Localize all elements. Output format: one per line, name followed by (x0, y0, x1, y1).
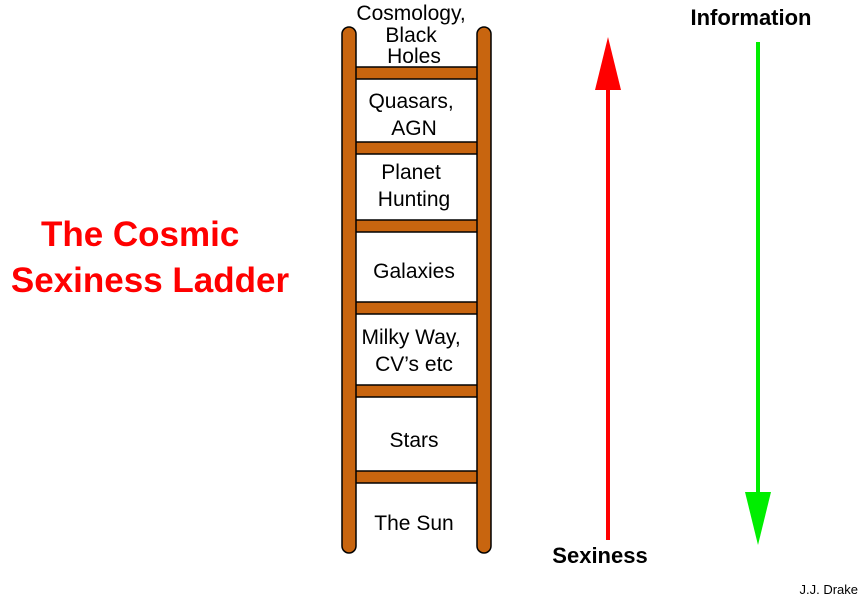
level-label-cosmology: Cosmology, Black Holes (356, 2, 471, 68)
title-line-2: Sexiness Ladder (11, 261, 290, 300)
level-label-stars: Stars (389, 429, 438, 452)
ladder-rail-right (476, 26, 492, 554)
ladder-rung (351, 141, 479, 155)
sexiness-arrow (595, 37, 621, 540)
author-credit: J.J. Drake (799, 582, 858, 597)
level-label-the-sun: The Sun (374, 512, 453, 535)
sexiness-arrow-head (595, 37, 621, 90)
information-arrow-head (745, 492, 771, 545)
title-line-1: The Cosmic (41, 215, 239, 254)
information-label: Information (691, 5, 812, 30)
ladder-rung (351, 470, 479, 484)
information-arrow (745, 42, 771, 545)
ladder-rail-left (341, 26, 357, 554)
ladder-rung (351, 384, 479, 398)
level-label-milky-way: Milky Way, CV’s etc (362, 326, 467, 376)
level-label-galaxies: Galaxies (373, 260, 455, 283)
ladder-labels: Cosmology, Black Holes Quasars, AGN Plan… (356, 2, 471, 535)
sexiness-label: Sexiness (552, 543, 647, 568)
ladder-rung (351, 219, 479, 233)
ladder-rung (351, 301, 479, 315)
ladder-rails (341, 26, 492, 554)
ladder-rung (351, 66, 479, 80)
diagram-title: The Cosmic Sexiness Ladder (11, 215, 290, 300)
level-label-quasars: Quasars, AGN (368, 90, 459, 140)
level-label-planet-hunting: Planet Hunting (378, 161, 450, 211)
